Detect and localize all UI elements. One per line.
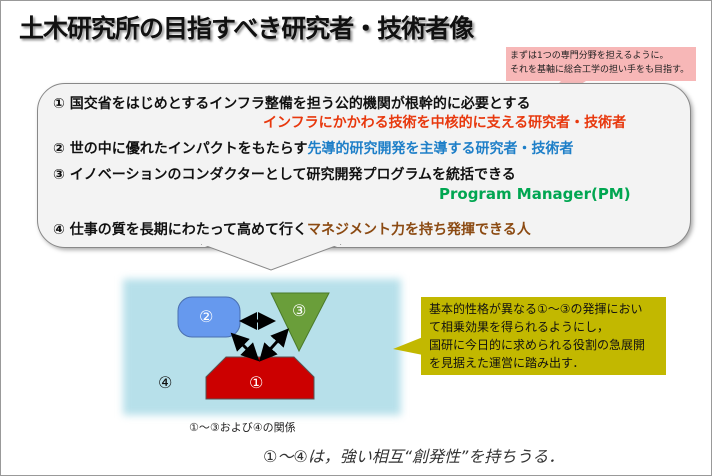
item-2-text: ② 世の中に優れたインパクトをもたらす xyxy=(53,141,308,157)
bottom-statement: ①～④は，強い相互“創発性”を持ちうる． xyxy=(263,447,565,466)
explanation-line: 国研に今日的に求められる役割の急展開 xyxy=(429,338,646,352)
slide-title: 土木研究所の目指すべき研究者・技術者像 xyxy=(19,14,474,43)
arrow-3-1 xyxy=(258,328,290,362)
item-2-highlight: 先導的研究開発を主導する研究者・技術者 xyxy=(307,141,574,157)
explanation-line: 基本的性格が異なる①～③の発揮におい xyxy=(429,302,643,316)
explanation-box: 基本的性格が異なる①～③の発揮におい て相乗効果を得られるようにし， 国研に今日… xyxy=(421,297,666,375)
item-4: ④ 仕事の質を長期にわたって高めて行くマネジメント力を持ち発揮できる人 xyxy=(53,219,531,239)
item-3-highlight: Program Manager(PM) xyxy=(439,185,631,203)
item-4-highlight: マネジメント力を持ち発揮できる人 xyxy=(307,222,531,238)
callout-box xyxy=(37,83,691,248)
node-3-shape xyxy=(270,292,330,353)
item-4-text: ④ 仕事の質を長期にわたって高めて行く xyxy=(53,222,308,238)
item-1-highlight: インフラにかかわる技術を中核的に支える研究者・技術者 xyxy=(263,115,627,131)
item-1: ① 国交省をはじめとするインフラ整備を担う公的機関が根幹的に必要とする xyxy=(53,96,531,112)
relationship-diagram xyxy=(177,292,330,400)
explain-pointer xyxy=(393,337,423,355)
arrow-2-1 xyxy=(230,332,260,362)
explanation-line: て相乗効果を得られるようにし， xyxy=(429,320,610,334)
note-line: それを基軸に総合工学の担い手をも目指す。 xyxy=(510,65,690,75)
item-3: ③ イノベーションのコンダクターとして研究開発プログラムを統括できる xyxy=(53,167,516,183)
node-1-label: ① xyxy=(249,373,264,392)
node-4-label: ④ xyxy=(158,373,173,392)
node-2-label: ② xyxy=(199,307,214,326)
node-1-shape xyxy=(205,356,315,400)
diagram-caption: ①～③および④の関係 xyxy=(189,421,296,434)
callout-pointer xyxy=(201,244,342,271)
node-3-label: ③ xyxy=(292,301,307,320)
item-2: ② 世の中に優れたインパクトをもたらす先導的研究開発を主導する研究者・技術者 xyxy=(53,138,573,158)
note-box: まずは1つの専門分野を担えるように。 それを基軸に総合工学の担い手をも目指す。 xyxy=(506,47,696,81)
note-line: まずは1つの専門分野を担えるように。 xyxy=(510,51,669,61)
explanation-line: を見据えた運営に踏み出す． xyxy=(429,356,585,370)
